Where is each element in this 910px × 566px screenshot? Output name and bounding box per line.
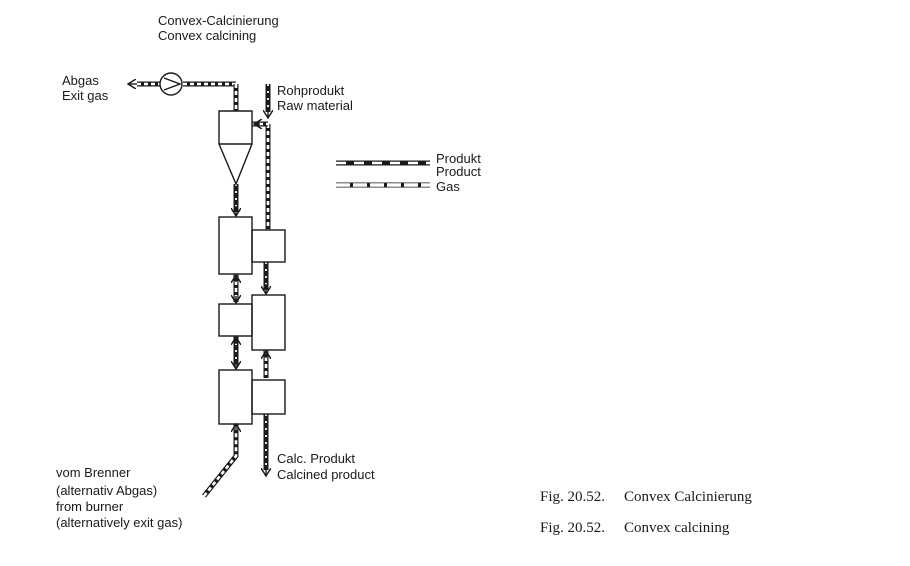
- exit-gas-label-en: Exit gas: [62, 88, 109, 103]
- vessel-1-left: [218, 216, 253, 275]
- raw-material-label-en: Raw material: [277, 98, 353, 113]
- legend-swatches: [336, 160, 430, 188]
- caption-line-2: Fig. 20.52. Convex calcining: [540, 520, 729, 537]
- cyclone: [218, 110, 253, 186]
- vessel-3-left: [218, 369, 253, 425]
- legend-product-de: Produkt: [436, 151, 481, 166]
- caption-1-fig: Fig. 20.52.: [540, 489, 606, 505]
- title-en: Convex calcining: [158, 28, 257, 43]
- raw-material-label-de: Rohprodukt: [277, 83, 345, 98]
- calcined-label-en: Calcined product: [277, 467, 375, 482]
- caption-line-1: Fig. 20.52. Convex Calcinierung: [540, 489, 752, 506]
- calcined-label-de: Calc. Produkt: [277, 451, 356, 466]
- gas-pipes: [137, 81, 271, 498]
- legend-product-en: Product: [436, 164, 481, 179]
- burner-label-en-1: from burner: [56, 499, 124, 514]
- caption-1-text: Convex Calcinierung: [624, 489, 752, 505]
- vessel-2-left: [218, 303, 253, 337]
- exit-gas-label-de: Abgas: [62, 73, 99, 88]
- vessel-2-right: [251, 294, 286, 351]
- vessel-3-right: [251, 379, 286, 415]
- burner-label-de-1: vom Brenner: [56, 465, 131, 480]
- title-de: Convex-Calcinierung: [158, 13, 279, 28]
- fan-icon: [159, 72, 183, 96]
- burner-label-en-2: (alternatively exit gas): [56, 515, 183, 530]
- flow-arrows: [128, 84, 268, 476]
- caption-2-text: Convex calcining: [624, 520, 730, 536]
- legend-gas: Gas: [436, 179, 460, 194]
- caption-2-fig: Fig. 20.52.: [540, 520, 606, 536]
- vessel-1-right: [251, 229, 286, 263]
- burner-label-de-2: (alternativ Abgas): [56, 483, 158, 498]
